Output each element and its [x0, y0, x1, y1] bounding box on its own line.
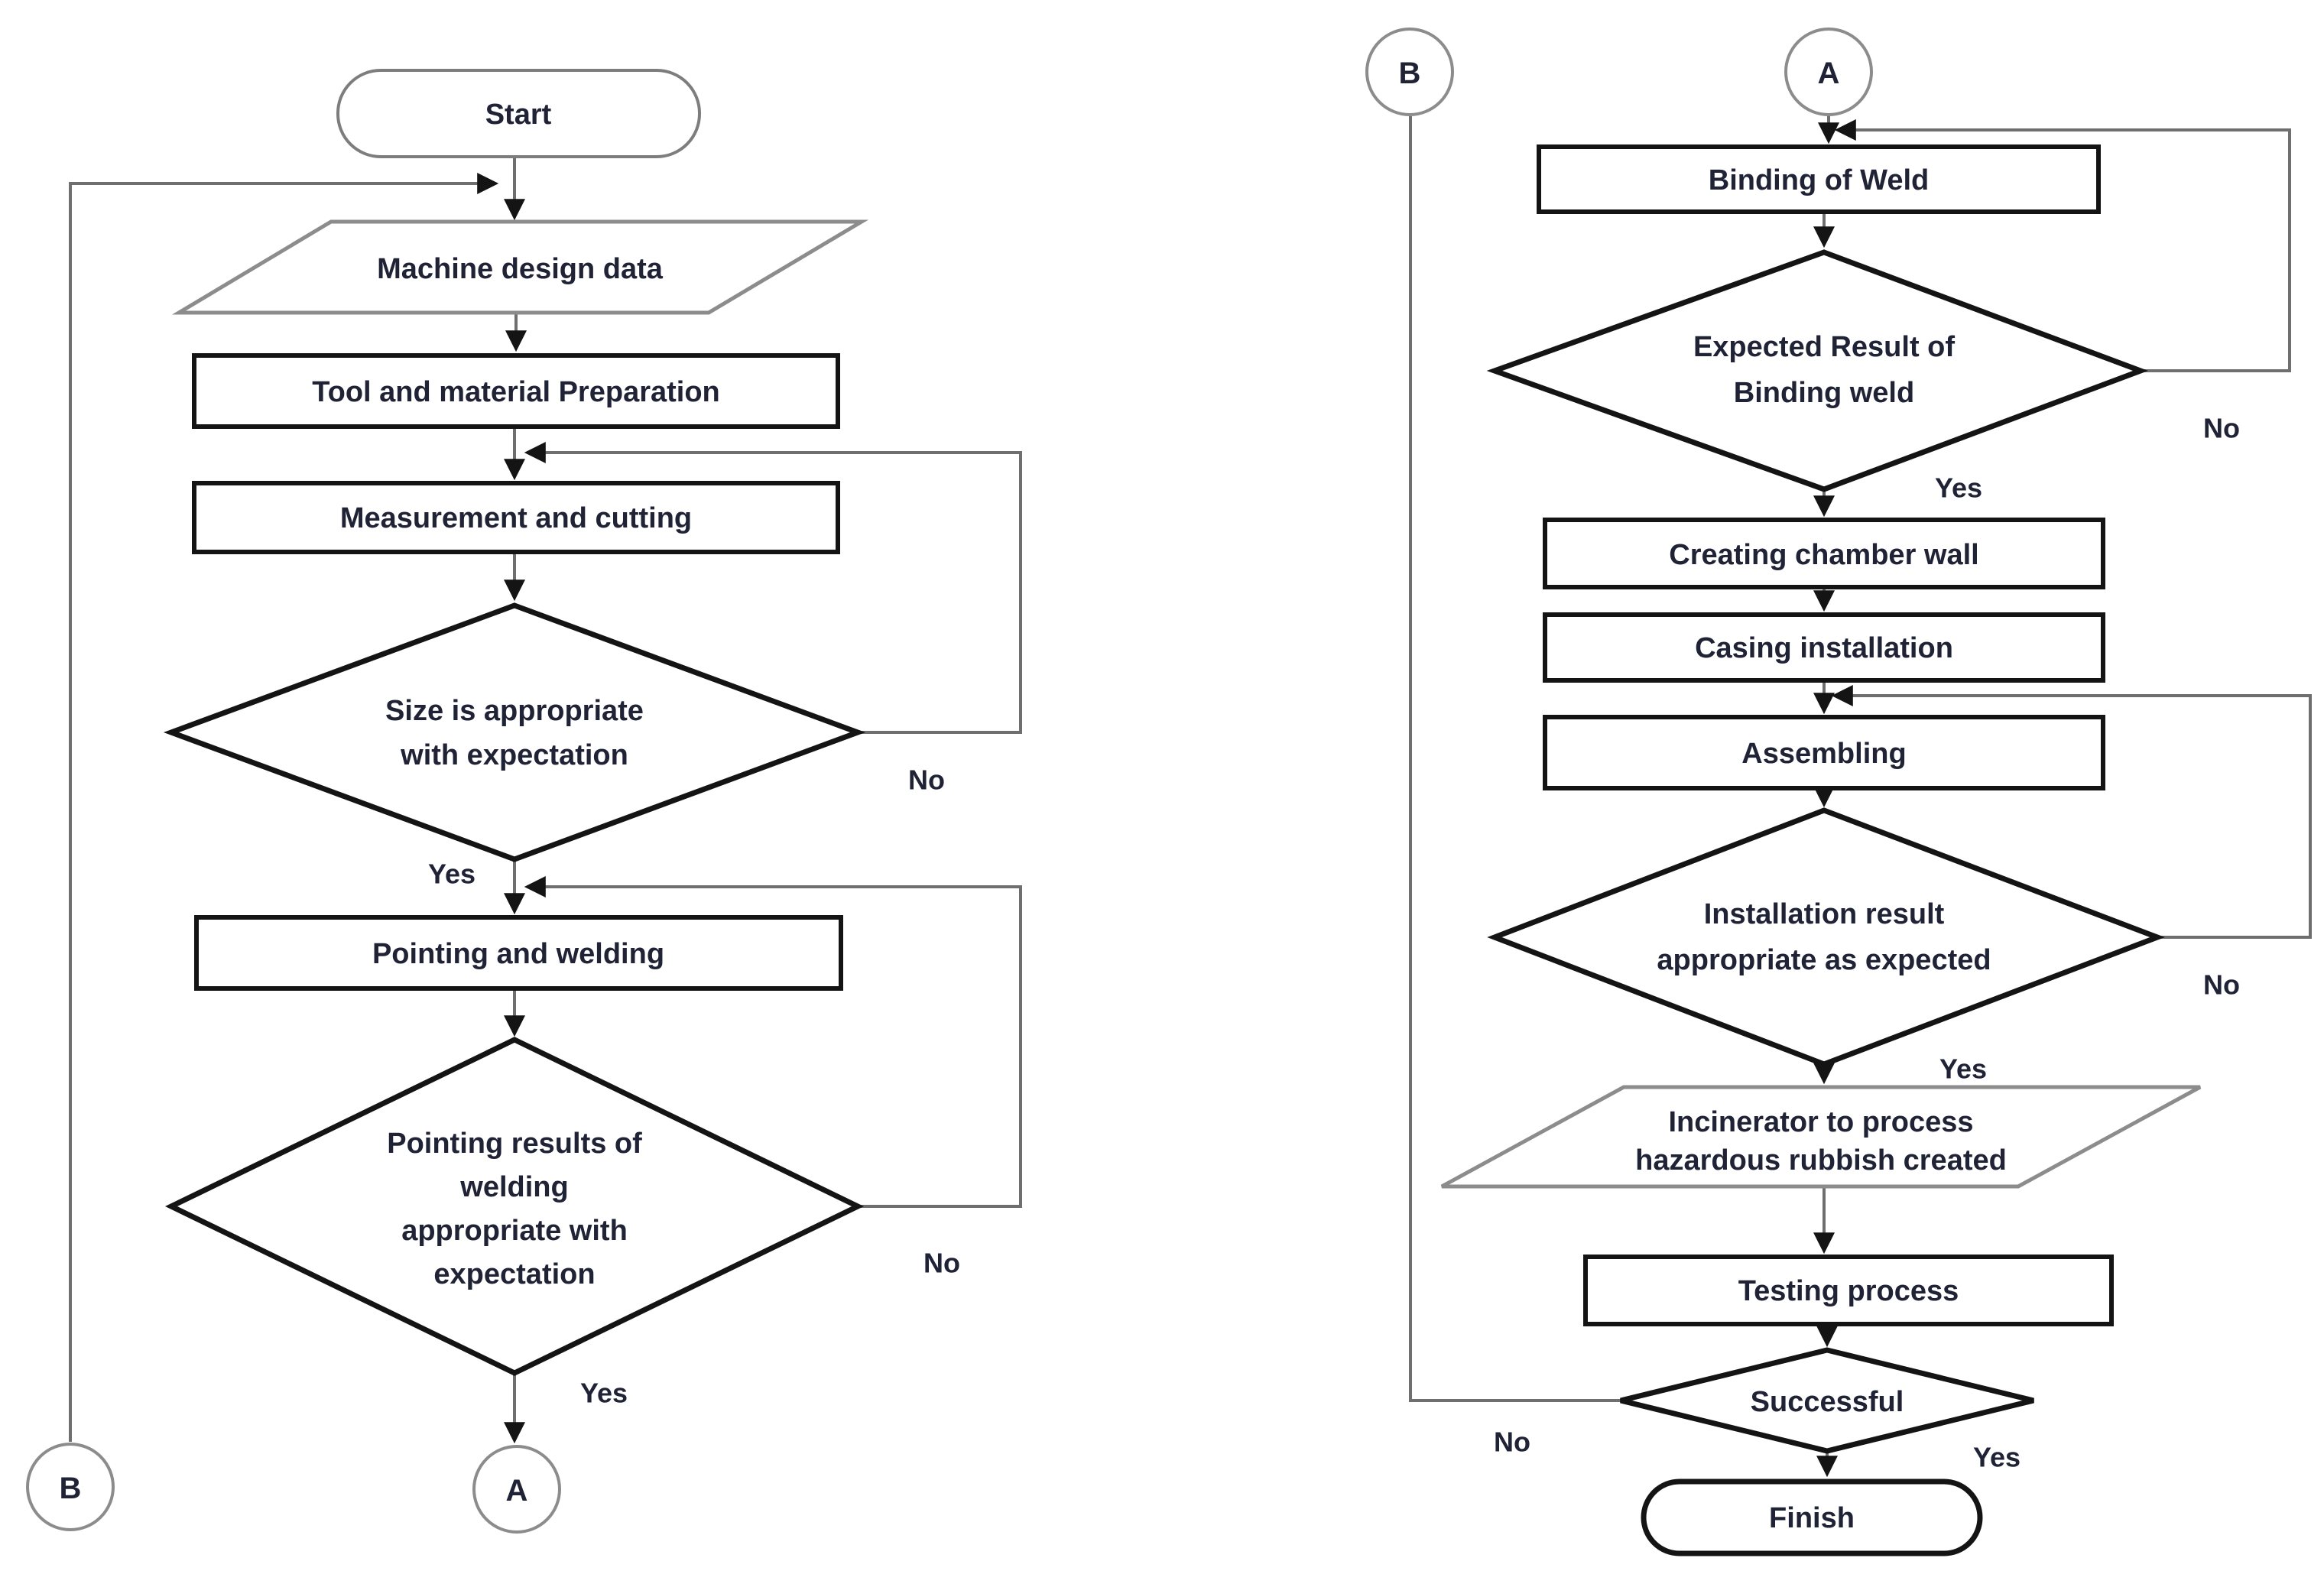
size-check-line1: Size is appropriate	[385, 695, 644, 727]
pointing-welding-label: Pointing and welding	[372, 938, 664, 970]
machine-design-data-shape	[171, 219, 869, 315]
node-installation-check: Installation result appropriate as expec…	[1487, 807, 2165, 1067]
node-measurement-cutting: Measurement and cutting	[192, 481, 840, 554]
node-binding-check: Expected Result of Binding weld	[1486, 249, 2148, 492]
node-connector-a-right: A	[1784, 28, 1873, 116]
start-label: Start	[485, 99, 552, 131]
node-casing-installation: Casing installation	[1543, 612, 2105, 683]
measurement-cutting-shape	[192, 481, 840, 554]
successful-check-no-label: No	[1494, 1427, 1530, 1458]
successful-check-yes-label: Yes	[1973, 1442, 2021, 1473]
size-check-line2: with expectation	[400, 739, 628, 771]
machine-design-data-label: Machine design data	[377, 253, 664, 285]
node-connector-b-left: B	[26, 1443, 115, 1531]
node-start: Start	[336, 69, 701, 158]
pointing-check-yes-label: Yes	[580, 1378, 628, 1409]
start-terminator-shape	[336, 69, 701, 158]
pointing-check-line3: appropriate with	[401, 1215, 628, 1247]
pointing-check-shape	[164, 1037, 865, 1376]
measurement-cutting-label: Measurement and cutting	[340, 502, 692, 534]
edge-pointing-check-no-loop	[524, 876, 1022, 1208]
tool-material-preparation-shape	[192, 353, 840, 429]
node-creating-chamber-wall: Creating chamber wall	[1543, 518, 2105, 589]
creating-chamber-wall-shape	[1543, 518, 2105, 589]
edge-binding-check-no-loop	[1834, 119, 2291, 372]
installation-check-line1: Installation result	[1704, 898, 1945, 930]
node-binding-of-weld: Binding of Weld	[1537, 144, 2101, 214]
edge-b-left-feedback	[69, 173, 499, 1442]
size-check-no-label: No	[908, 764, 945, 796]
installation-check-line2: appropriate as expected	[1657, 944, 1991, 976]
incinerator-process-shape	[1440, 1085, 2202, 1189]
creating-chamber-wall-label: Creating chamber wall	[1669, 539, 1978, 571]
incinerator-process-line1: Incinerator to process	[1668, 1106, 1973, 1138]
pointing-check-line2: welding	[459, 1171, 568, 1203]
connector-a-right-label: A	[1818, 57, 1840, 90]
binding-check-line1: Expected Result of	[1693, 331, 1955, 363]
finish-terminator-shape	[1641, 1478, 1983, 1556]
assembling-shape	[1543, 715, 2105, 790]
connector-a-right-shape	[1784, 28, 1873, 116]
pointing-check-no-label: No	[923, 1248, 960, 1279]
edge-size-check-no-loop	[524, 442, 1022, 734]
pointing-check-line1: Pointing results of	[387, 1128, 642, 1160]
casing-installation-label: Casing installation	[1695, 632, 1953, 664]
connector-b-left-label: B	[60, 1472, 82, 1505]
node-connector-a-left: A	[472, 1445, 561, 1534]
tool-material-preparation-label: Tool and material Preparation	[312, 376, 720, 408]
connector-b-right-shape	[1365, 28, 1454, 116]
installation-check-no-label: No	[2203, 969, 2240, 1001]
left-flow-edges	[69, 157, 1022, 1444]
connector-b-right-label: B	[1399, 57, 1421, 90]
node-machine-design-data: Machine design data	[171, 219, 869, 315]
connector-a-left-shape	[472, 1445, 561, 1534]
size-check-shape	[163, 602, 866, 862]
binding-check-shape	[1486, 249, 2148, 492]
assembling-label: Assembling	[1741, 738, 1906, 770]
pointing-check-line4: expectation	[433, 1258, 595, 1290]
node-connector-b-right: B	[1365, 28, 1454, 116]
edge-successful-no-to-b	[1409, 116, 1621, 1402]
connector-a-left-label: A	[506, 1474, 528, 1508]
node-incinerator-process: Incinerator to process hazardous rubbish…	[1440, 1085, 2202, 1189]
node-pointing-welding: Pointing and welding	[194, 915, 843, 991]
node-finish: Finish	[1641, 1478, 1983, 1556]
right-flow-edges	[1409, 115, 2312, 1478]
pointing-welding-shape	[194, 915, 843, 991]
testing-process-shape	[1583, 1255, 2114, 1326]
edge-installation-check-no-loop	[1831, 685, 2312, 939]
node-successful-check: Successful	[1620, 1347, 2034, 1454]
binding-check-line2: Binding weld	[1734, 377, 1914, 409]
installation-check-shape	[1487, 807, 2165, 1067]
testing-process-label: Testing process	[1738, 1275, 1959, 1307]
node-size-check: Size is appropriate with expectation	[163, 602, 866, 862]
successful-check-label: Successful	[1751, 1386, 1904, 1418]
binding-of-weld-shape	[1537, 144, 2101, 214]
incinerator-process-line2: hazardous rubbish created	[1635, 1144, 2007, 1177]
successful-check-shape	[1620, 1347, 2034, 1454]
binding-of-weld-label: Binding of Weld	[1709, 164, 1929, 196]
binding-check-no-label: No	[2203, 413, 2240, 444]
casing-installation-shape	[1543, 612, 2105, 683]
node-assembling: Assembling	[1543, 715, 2105, 790]
size-check-yes-label: Yes	[428, 859, 476, 890]
node-testing-process: Testing process	[1583, 1255, 2114, 1326]
node-tool-material-preparation: Tool and material Preparation	[192, 353, 840, 429]
installation-check-yes-label: Yes	[1939, 1053, 1987, 1085]
finish-label: Finish	[1769, 1502, 1855, 1534]
node-pointing-check: Pointing results of welding appropriate …	[164, 1037, 865, 1376]
binding-check-yes-label: Yes	[1935, 472, 1982, 504]
connector-b-left-shape	[26, 1443, 115, 1531]
